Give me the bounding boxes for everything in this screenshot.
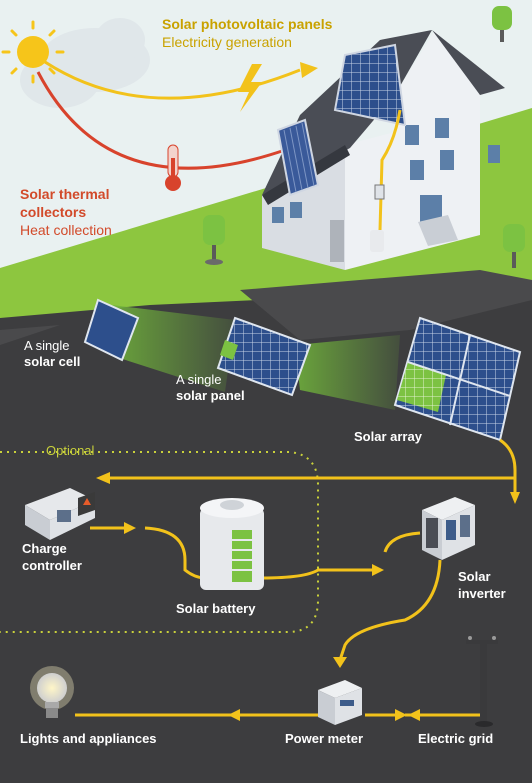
power-meter-icon [318, 680, 362, 725]
panel-label-line1: A single [176, 372, 222, 387]
thermal-subtitle: Heat collection [20, 222, 112, 238]
inverter-label-line1: Solar [458, 569, 491, 584]
sun-icon [1, 20, 65, 84]
optional-boundary [0, 451, 319, 633]
thermal-title-line2: collectors [20, 204, 87, 220]
driveway [240, 270, 532, 340]
solar-array-icon [393, 316, 522, 442]
lights-label: Lights and appliances [20, 731, 157, 746]
power-meter-label: Power meter [285, 731, 364, 746]
energy-flow-lines [75, 438, 517, 717]
cell-label-line1: A single [24, 338, 70, 353]
ground-area [0, 292, 532, 783]
pv-title: Solar photovoltaic panels [162, 16, 333, 32]
roof-solar-panels [333, 43, 407, 127]
heat-arrow [36, 71, 286, 170]
electricity-arrow [44, 60, 301, 100]
tree-icon [203, 215, 225, 265]
charge-controller-label-line1: Charge [22, 541, 67, 556]
array-label: Solar array [354, 429, 422, 444]
electric-grid-label: Electric grid [418, 731, 494, 746]
light-bulb-icon [30, 666, 74, 718]
tree-icon [503, 224, 525, 268]
charge-controller-icon [25, 488, 95, 540]
solar-cell-icon [83, 298, 140, 362]
tree-icon [492, 6, 512, 42]
lightning-icon [238, 64, 262, 112]
pv-subtitle: Electricity generation [162, 34, 292, 50]
optional-label: Optional [46, 443, 95, 458]
scale-beam [110, 305, 235, 392]
thermal-collector [276, 118, 320, 197]
battery-icon [200, 498, 264, 590]
cell-label-line2: solar cell [24, 354, 81, 369]
scale-beam [295, 335, 400, 410]
electric-grid-icon [466, 636, 498, 727]
thermometer-icon [165, 144, 181, 191]
thermal-title-line1: Solar thermal [20, 186, 110, 202]
battery-label: Solar battery [176, 601, 256, 616]
inverter-icon [422, 497, 475, 560]
solar-panel-icon [216, 316, 312, 397]
inverter-label-line2: inverter [458, 586, 506, 601]
charge-controller-label-line2: controller [22, 558, 82, 573]
panel-label-line2: solar panel [176, 388, 245, 403]
